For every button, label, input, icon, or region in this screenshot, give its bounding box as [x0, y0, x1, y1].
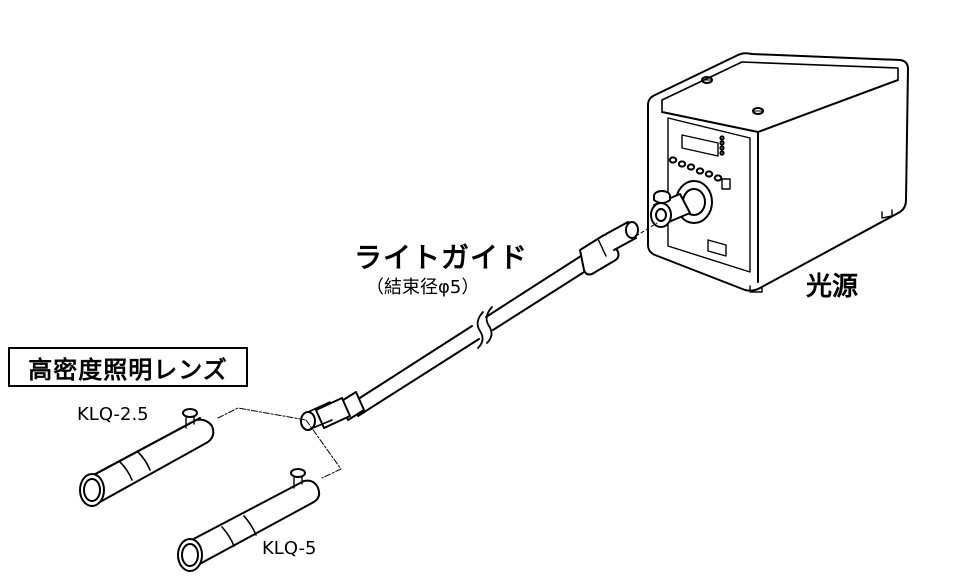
- light-guide-cable: [300, 221, 639, 431]
- lens-bracket-line: [217, 407, 342, 479]
- light-guide-sublabel: （結束径φ5）: [366, 277, 480, 298]
- lens-heading-label: 高密度照明レンズ: [28, 355, 228, 384]
- lens-heading-box: 高密度照明レンズ: [8, 347, 248, 387]
- light-source-label: 光源: [806, 272, 859, 302]
- light-source-unit: [647, 52, 909, 293]
- lens-klq-5: [177, 468, 321, 572]
- model-label-klq-5: KLQ-5: [262, 538, 317, 559]
- model-label-klq-2-5: KLQ-2.5: [77, 404, 149, 425]
- light-guide-label: ライトガイド: [354, 241, 529, 274]
- insertion-guide-line: [635, 222, 658, 237]
- lens-klq-2-5: [79, 408, 215, 507]
